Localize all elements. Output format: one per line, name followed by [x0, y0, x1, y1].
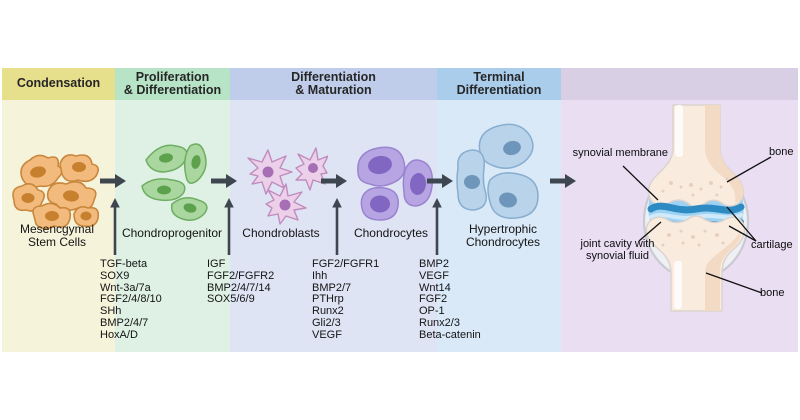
- chondrocyte-cells-illustration: [357, 146, 434, 221]
- hypertrophic-chondrocyte-cells-illustration: [456, 123, 539, 219]
- cartilage-band-upper: [647, 202, 745, 214]
- joint-label-bone-top: bone: [769, 146, 794, 158]
- cell-type-label-chondrocytes: Chondrocytes: [353, 226, 429, 240]
- stage-header-maturation: Differentiation& Maturation: [230, 68, 437, 100]
- joint-label-bone-bottom: bone: [760, 287, 785, 299]
- upper-bone-speckles: [661, 177, 729, 197]
- cell-type-label-chondroblasts: Chondroblasts: [242, 226, 320, 240]
- lower-bone-speckles: [661, 229, 725, 247]
- arrow-up-icon: [432, 198, 442, 255]
- arrow-right-icon: [100, 174, 126, 188]
- joint-panel-header-band: [561, 68, 798, 100]
- arrow-right-icon: [211, 174, 237, 188]
- upper-bone-highlight: [675, 105, 683, 157]
- arrow-up-icon: [224, 198, 234, 255]
- joint-illustration: [642, 104, 750, 312]
- stage-body-maturation: [230, 100, 437, 352]
- stage-body-proliferation: [115, 100, 230, 352]
- stage-column-proliferation: Proliferation& Differentiation: [115, 68, 230, 352]
- chondroblast-cells-illustration: [247, 147, 328, 225]
- lower-bone-highlight: [674, 261, 682, 309]
- arrow-right-icon: [321, 174, 347, 188]
- arrow-up-icon: [332, 198, 342, 255]
- joint-label-cartilage: cartilage: [751, 239, 793, 251]
- joint-label-synovial-membrane: synovial membrane: [572, 147, 668, 159]
- arrow-right-icon: [427, 174, 453, 188]
- stage-column-maturation: Differentiation& Maturation: [230, 68, 437, 352]
- cell-type-label-chondroprogenitor: Chondroprogenitor: [121, 226, 223, 240]
- stage-header-proliferation: Proliferation& Differentiation: [115, 68, 230, 100]
- stage-header-condensation: Condensation: [2, 68, 115, 100]
- arrow-right-icon: [550, 174, 576, 188]
- chondroprogenitor-cells-illustration: [141, 143, 208, 221]
- arrow-up-icon: [110, 198, 120, 255]
- mesenchymal-stem-cells-illustration: [12, 154, 100, 230]
